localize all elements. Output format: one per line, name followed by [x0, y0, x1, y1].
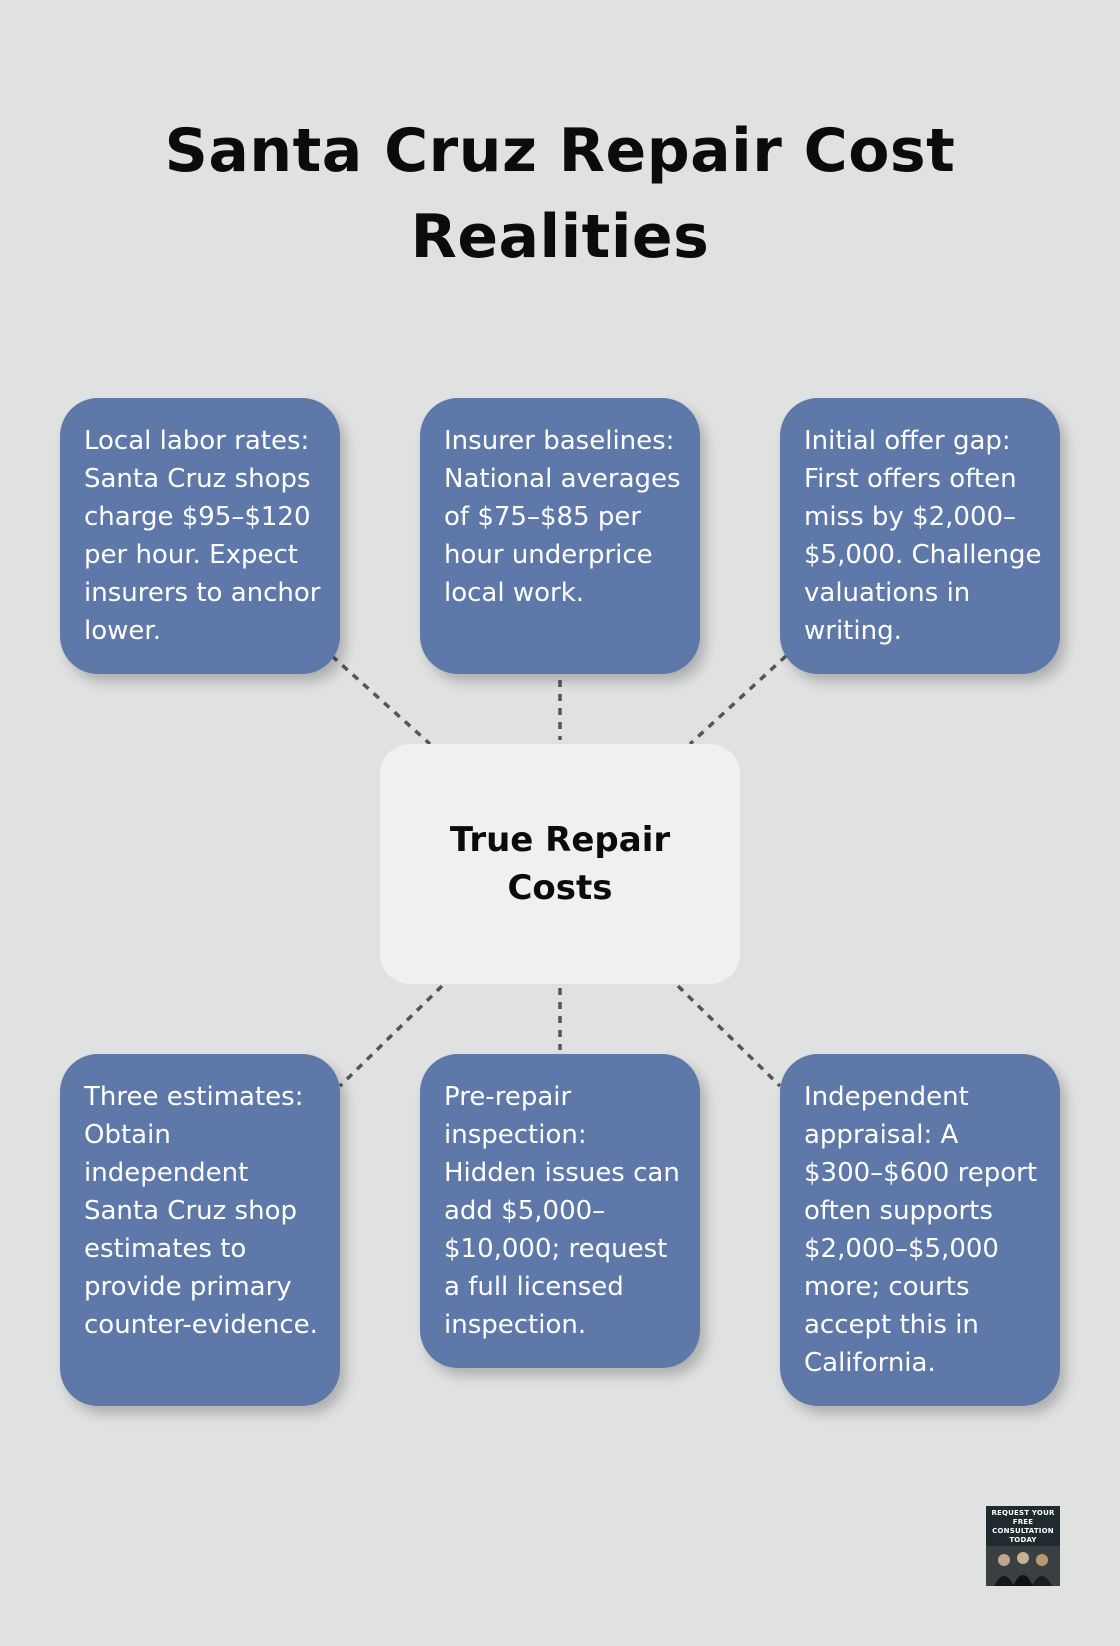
card-pre-repair-inspection: Pre-repair inspection: Hidden issues can…: [420, 1054, 700, 1368]
cta-text: REQUEST YOUR FREE CONSULTATION TODAY: [991, 1509, 1055, 1544]
connector-top-right: [688, 654, 788, 746]
connector-bottom-left: [338, 984, 444, 1088]
card-text: Initial offer gap: First offers often mi…: [804, 426, 1042, 646]
card-independent-appraisal: Independent appraisal: A $300–$600 repor…: [780, 1054, 1060, 1406]
page-title: Santa Cruz Repair Cost Realities: [164, 116, 956, 272]
attorneys-photo-icon: [986, 1546, 1060, 1586]
connector-bottom-right: [676, 984, 782, 1088]
card-text: Insurer baselines: National averages of …: [444, 426, 681, 608]
card-text: Three estimates: Obtain independent Sant…: [84, 1082, 318, 1340]
card-text: Local labor rates: Santa Cruz shops char…: [84, 426, 321, 646]
connector-top-left: [330, 654, 432, 746]
card-insurer-baselines: Insurer baselines: National averages of …: [420, 398, 700, 674]
center-node: True Repair Costs: [380, 744, 740, 984]
card-text: Independent appraisal: A $300–$600 repor…: [804, 1082, 1038, 1378]
card-initial-offer-gap: Initial offer gap: First offers often mi…: [780, 398, 1060, 674]
consultation-cta-badge[interactable]: REQUEST YOUR FREE CONSULTATION TODAY: [986, 1506, 1060, 1586]
center-node-label: True Repair Costs: [449, 820, 671, 908]
card-three-estimates: Three estimates: Obtain independent Sant…: [60, 1054, 340, 1406]
card-text: Pre-repair inspection: Hidden issues can…: [444, 1082, 680, 1340]
card-local-labor-rates: Local labor rates: Santa Cruz shops char…: [60, 398, 340, 674]
